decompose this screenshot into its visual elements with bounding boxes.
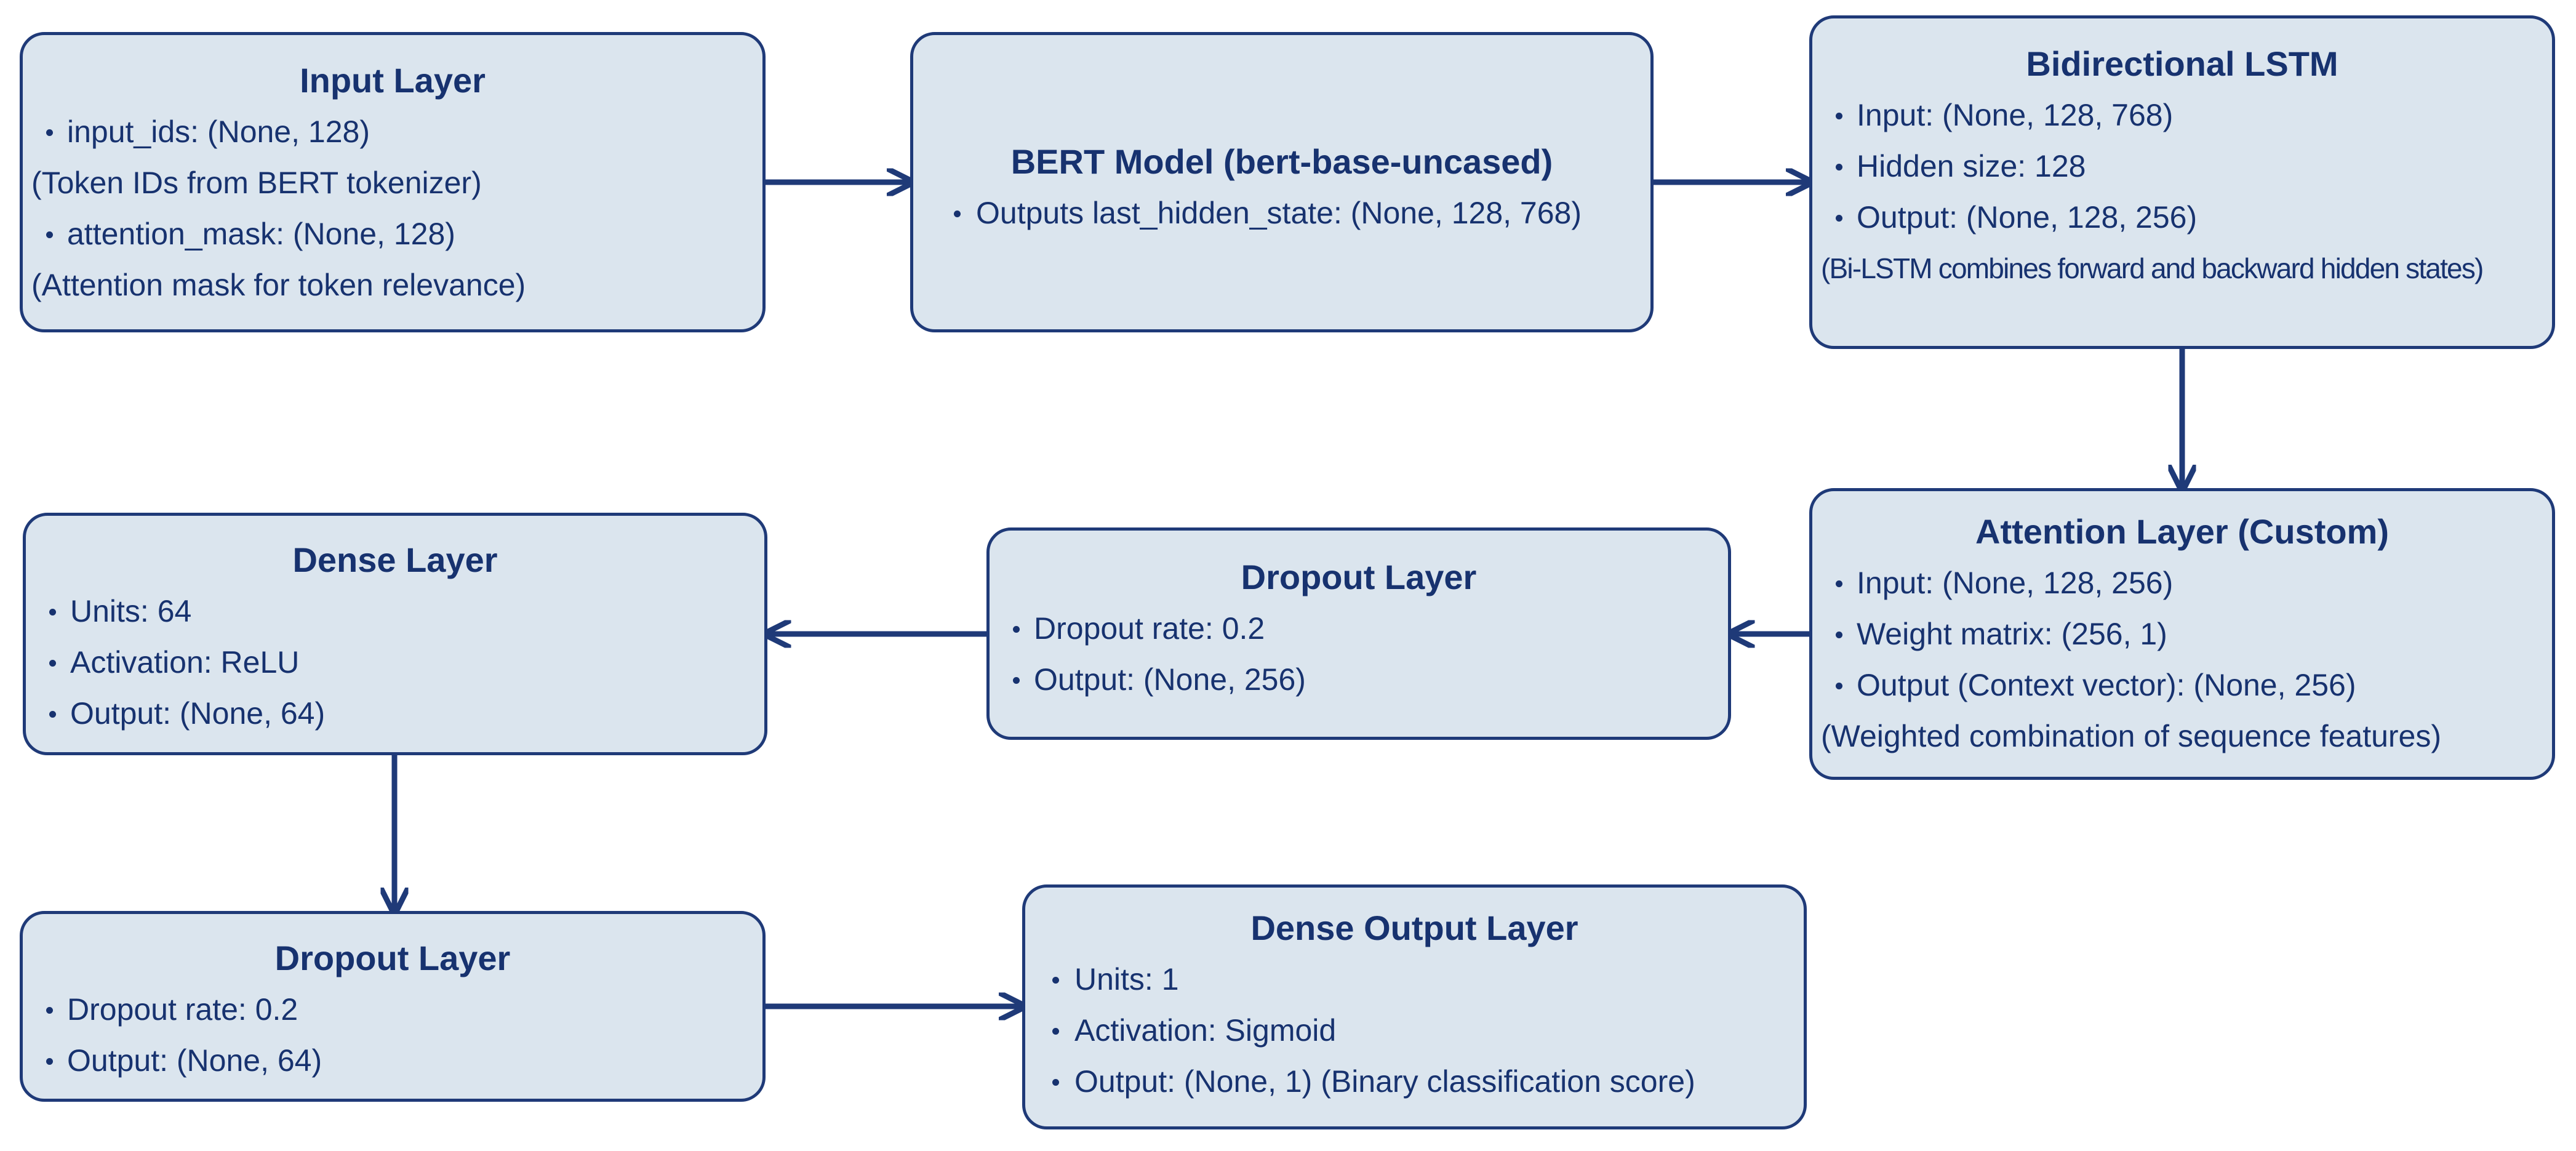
node-title: Bidirectional LSTM [2026,44,2338,83]
node-bullet-item: Dropout rate: 0.2 [23,984,762,1035]
node-note-item: (Weighted combination of sequence featur… [1821,719,2442,753]
node-bullet-item: Units: 64 [26,586,764,637]
node-title: Dense Output Layer [1250,908,1578,947]
node-title: BERT Model (bert-base-uncased) [1010,142,1553,181]
node-bullet-item: input_ids: (None, 128) [23,106,762,158]
node-item-list: Input: (None, 128, 256)Weight matrix: (2… [1812,558,2552,762]
attention-layer-box: Attention Layer (Custom) Input: (None, 1… [1809,488,2555,780]
bert-model-box: BERT Model (bert-base-uncased) Outputs l… [910,32,1654,332]
bidirectional-lstm-box: Bidirectional LSTM Input: (None, 128, 76… [1809,15,2555,349]
node-note-item: (Bi-LSTM combines forward and backward h… [1821,252,2484,284]
node-bullet-item: Output: (None, 256) [990,654,1728,705]
node-note-item: (Token IDs from BERT tokenizer) [31,166,482,200]
node-bullet-item: Dropout rate: 0.2 [990,603,1728,654]
node-bullet-item: Weight matrix: (256, 1) [1812,609,2552,660]
node-bullet-item: Activation: ReLU [26,637,764,688]
input-layer-box: Input Layer input_ids: (None, 128) (Token… [20,32,766,332]
node-title: Dropout Layer [1241,558,1477,596]
node-bullet-item: Outputs last_hidden_state: (None, 128, 7… [913,188,1650,239]
node-bullet-item: Hidden size: 128 [1812,141,2552,192]
node-bullet-item: Output (Context vector): (None, 256) [1812,660,2552,711]
node-bullet-item: Activation: Sigmoid [1025,1005,1804,1056]
node-item-list: Outputs last_hidden_state: (None, 128, 7… [913,188,1650,239]
node-bullet-item: Input: (None, 128, 256) [1812,558,2552,609]
node-item-list: input_ids: (None, 128) (Token IDs from BE… [23,106,762,311]
node-bullet-item: Units: 1 [1025,954,1804,1005]
node-bullet-item: Output: (None, 64) [26,688,764,739]
node-note-item: (Attention mask for token relevance) [31,268,526,302]
node-bullet-item: Output: (None, 1) (Binary classification… [1025,1056,1804,1107]
node-bullet-item: Output: (None, 128, 256) [1812,192,2552,243]
node-title: Input Layer [300,61,486,100]
node-title: Dense Layer [292,540,498,579]
node-bullet-item: Input: (None, 128, 768) [1812,90,2552,141]
node-bullet-item: Output: (None, 64) [23,1035,762,1086]
node-title: Attention Layer (Custom) [1975,512,2389,551]
node-bullet-item: attention_mask: (None, 128) [23,209,762,260]
node-title: Dropout Layer [274,939,511,977]
